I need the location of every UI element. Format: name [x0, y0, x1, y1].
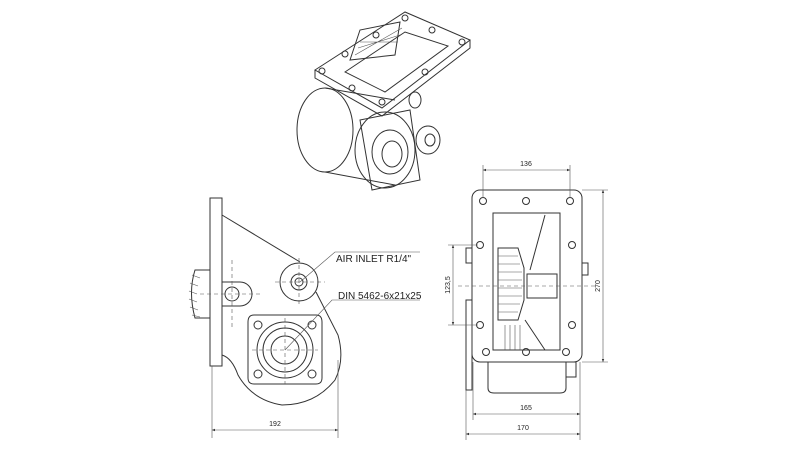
side-view: [188, 197, 420, 438]
air-inlet-label: AIR INLET R1/4": [336, 254, 412, 265]
dim-inner-width: 165: [520, 405, 532, 412]
din-spec-label: DIN 5462-6x21x25: [338, 291, 422, 302]
dim-overall-width: 170: [517, 425, 529, 432]
dim-bolt-spacing: 136: [520, 161, 532, 168]
dim-flange-height: 270: [595, 280, 602, 292]
dim-side-width: 192: [269, 421, 281, 428]
dim-shaft-offset: 123,5: [445, 276, 452, 294]
front-view: [448, 165, 608, 440]
isometric-view: [296, 11, 471, 191]
